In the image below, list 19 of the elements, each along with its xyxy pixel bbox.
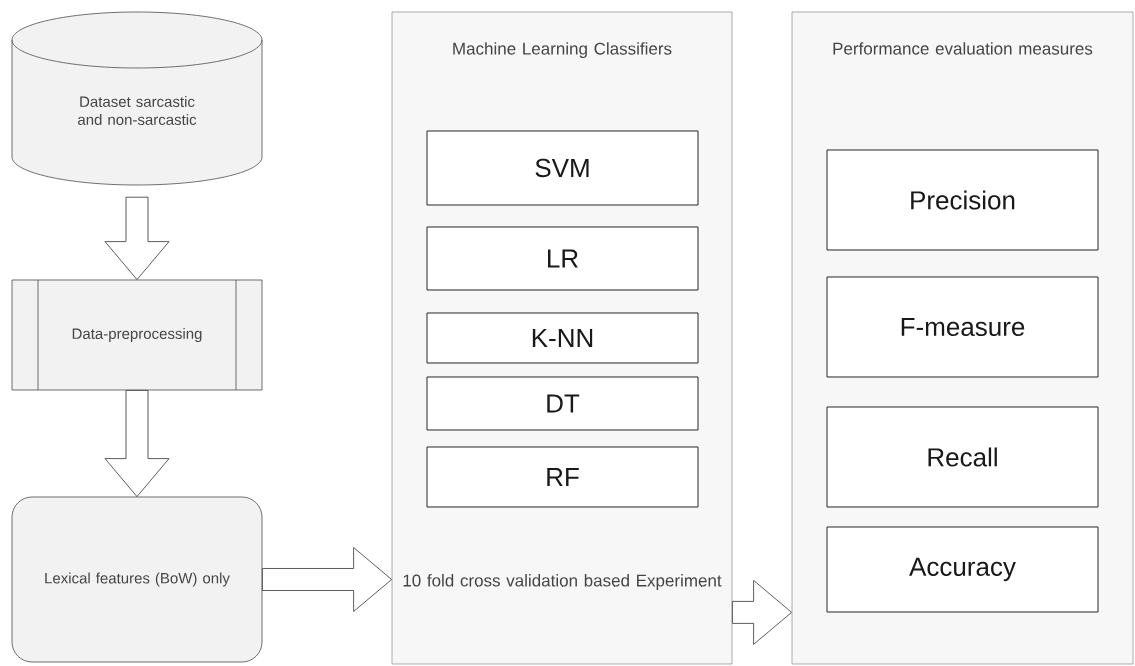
item-box: F-measure (826, 276, 1099, 378)
item-box: LR (426, 226, 699, 291)
item-box: RF (426, 446, 699, 508)
item-box: Precision (826, 149, 1099, 251)
panel-note: 10 fold cross validation based Experiment (403, 574, 722, 590)
process-box: Data-preprocessing (11, 279, 263, 391)
item-box: SVM (426, 130, 699, 206)
block-arrow (262, 547, 392, 612)
rounded-box: Lexical features (BoW) only (11, 496, 263, 663)
block-arrow (104, 390, 170, 497)
database-cylinder: Dataset sarcastic and non-sarcastic (11, 11, 263, 186)
item-box: K-NN (426, 312, 699, 364)
panel-heading: Performance evaluation measures (833, 42, 1093, 55)
item-box: Recall (826, 406, 1099, 508)
item-box: Accuracy (826, 526, 1099, 613)
block-arrow (732, 580, 792, 645)
item-box: DT (426, 376, 699, 431)
block-arrow (104, 196, 170, 280)
panel-heading: Machine Learning Classifiers (453, 42, 672, 59)
